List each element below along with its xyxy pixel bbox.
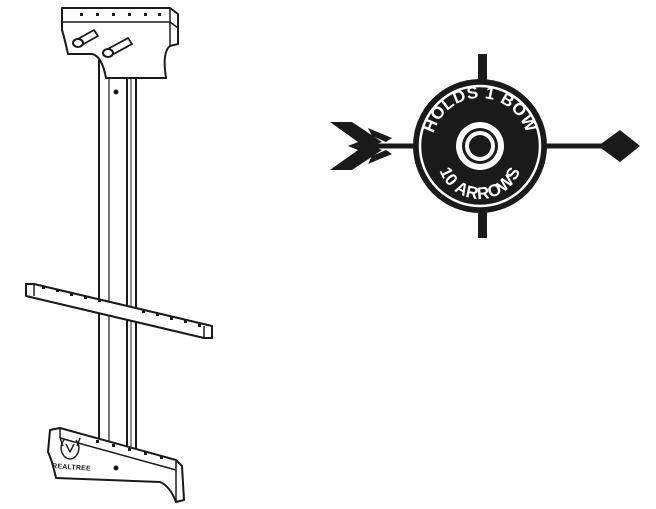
arrow-holder-bar <box>25 283 213 339</box>
mounting-hole-bottom <box>113 465 119 471</box>
arrow-slots <box>42 286 201 327</box>
arrow-fletching-icon <box>330 122 392 170</box>
crosshair-bottom <box>478 192 487 238</box>
badge-ring-outline <box>418 84 542 208</box>
brand-logo <box>59 437 81 460</box>
bullseye-icon <box>469 135 491 157</box>
rack-upright <box>98 59 137 461</box>
antler-emblem-icon <box>60 439 80 460</box>
arrow-head-icon <box>598 130 640 162</box>
top-bracket <box>61 7 179 79</box>
bracket-slots-bottom <box>96 440 163 459</box>
bracket-slots-top <box>80 13 161 16</box>
bottom-bracket <box>47 427 185 503</box>
bow-rack-drawing: REALTREE <box>25 7 213 503</box>
crosshair-top <box>478 54 487 100</box>
bow-pegs <box>72 29 133 58</box>
capacity-badge: HOLDS 1 BOW 10 ARROWS <box>330 54 640 238</box>
mounting-hole-top <box>113 89 119 95</box>
brand-wordmark: REALTREE <box>52 463 91 473</box>
